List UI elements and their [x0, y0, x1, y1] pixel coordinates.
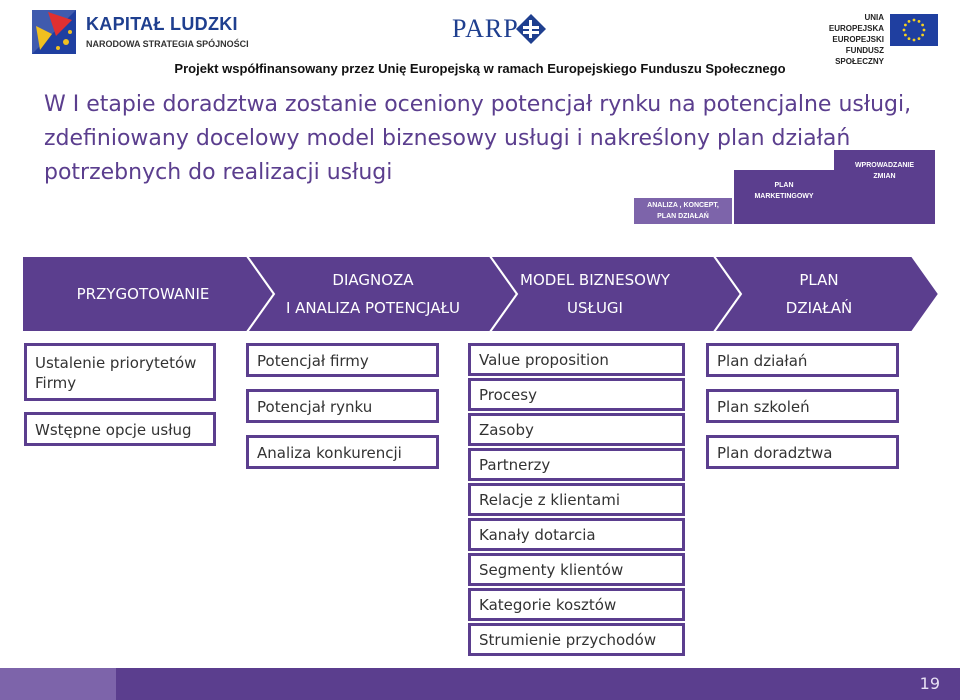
phase-label-model: MODEL BIZNESOWY USŁUGI: [490, 266, 700, 322]
item-relacje-z-klientami: Relacje z klientami: [468, 483, 685, 516]
eu-logo-line3: FUNDUSZ SPOŁECZNY: [835, 46, 884, 66]
page-title: W I etapie doradztwa zostanie oceniony p…: [44, 92, 912, 185]
parp-mark-icon: [516, 14, 546, 44]
phase-line1: MODEL BIZNESOWY: [520, 271, 670, 289]
item-ustalenie-priorytetow: Ustalenie priorytetów Firmy: [24, 343, 216, 401]
item-plan-szkolen: Plan szkoleń: [706, 389, 899, 423]
eu-flag-icon: [890, 14, 938, 46]
phase-label-przygotowanie: PRZYGOTOWANIE: [38, 280, 248, 308]
kapital-ludzki-flag-logo: [32, 10, 76, 54]
phase-line1: PLAN: [799, 271, 839, 289]
parp-logo: PARP: [452, 10, 552, 54]
step-line2: PLAN DZIAŁAŃ: [657, 213, 709, 220]
phase-line2: I ANALIZA POTENCJAŁU: [285, 299, 461, 317]
phase-line2: USŁUGI: [567, 299, 623, 317]
item-potencjal-firmy: Potencjał firmy: [246, 343, 439, 377]
step-line2: ZMIAN: [873, 173, 896, 180]
item-segmenty-klientow: Segmenty klientów: [468, 553, 685, 586]
phase-line1: PRZYGOTOWANIE: [76, 285, 210, 303]
step-line1: WPROWADZANIE: [854, 162, 915, 169]
item-plan-dzialan: Plan działań: [706, 343, 899, 377]
phase-label-plan: PLAN DZIAŁAŃ: [714, 266, 924, 322]
eu-logo-text: UNIA EUROPEJSKA EUROPEJSKI FUNDUSZ SPOŁE…: [812, 12, 884, 67]
phase-line2: DZIAŁAŃ: [785, 299, 853, 317]
item-wstepne-opcje: Wstępne opcje usług: [24, 412, 216, 446]
item-zasoby: Zasoby: [468, 413, 685, 446]
phase-chevron-plan: [712, 256, 940, 332]
phase-chevron-diagnoza: [245, 256, 519, 332]
eu-logo: UNIA EUROPEJSKA EUROPEJSKI FUNDUSZ SPOŁE…: [812, 12, 942, 66]
page-number: 19: [919, 674, 940, 693]
kapital-ludzki-subtitle: NARODOWA STRATEGIA SPÓJNOŚCI: [86, 39, 249, 49]
item-plan-doradztwa: Plan doradztwa: [706, 435, 899, 469]
item-kanaly-dotarcia: Kanały dotarcia: [468, 518, 685, 551]
phase-label-diagnoza: DIAGNOZA I ANALIZA POTENCJAŁU: [258, 266, 488, 322]
item-analiza-konkurencji: Analiza konkurencji: [246, 435, 439, 469]
funding-statement: Projekt współfinansowany przez Unię Euro…: [174, 61, 786, 76]
step-line1: ANALIZA , KONCEPT,: [647, 202, 719, 209]
footer-bar: [0, 668, 960, 700]
eu-logo-line2: EUROPEJSKI: [832, 35, 884, 44]
item-procesy: Procesy: [468, 378, 685, 411]
item-potencjal-rynku: Potencjał rynku: [246, 389, 439, 423]
eu-logo-line1: UNIA EUROPEJSKA: [828, 13, 884, 33]
phase-line1: DIAGNOZA: [332, 271, 414, 289]
step-line2: MARKETINGOWY: [754, 193, 814, 200]
item-value-proposition: Value proposition: [468, 343, 685, 376]
item-strumienie-przychodow: Strumienie przychodów: [468, 623, 685, 656]
phase-chevron-model: [488, 256, 743, 332]
footer-accent-strip: [0, 668, 116, 700]
item-partnerzy: Partnerzy: [468, 448, 685, 481]
step-line1: PLAN: [774, 182, 794, 189]
kapital-ludzki-logo: KAPITAŁ LUDZKI NARODOWA STRATEGIA SPÓJNO…: [28, 6, 249, 58]
step-analiza-koncept: ANALIZA , KONCEPT, PLAN DZIAŁAŃ: [634, 198, 732, 224]
parp-logo-text: PARP: [452, 14, 519, 43]
phase-chevron-band: [22, 256, 940, 332]
step-wprowadzanie-zmian: WPROWADZANIE ZMIAN: [834, 150, 935, 224]
item-kategorie-kosztow: Kategorie kosztów: [468, 588, 685, 621]
step-plan-marketingowy: PLAN MARKETINGOWY: [734, 170, 834, 224]
kapital-ludzki-title: KAPITAŁ LUDZKI: [86, 14, 238, 34]
